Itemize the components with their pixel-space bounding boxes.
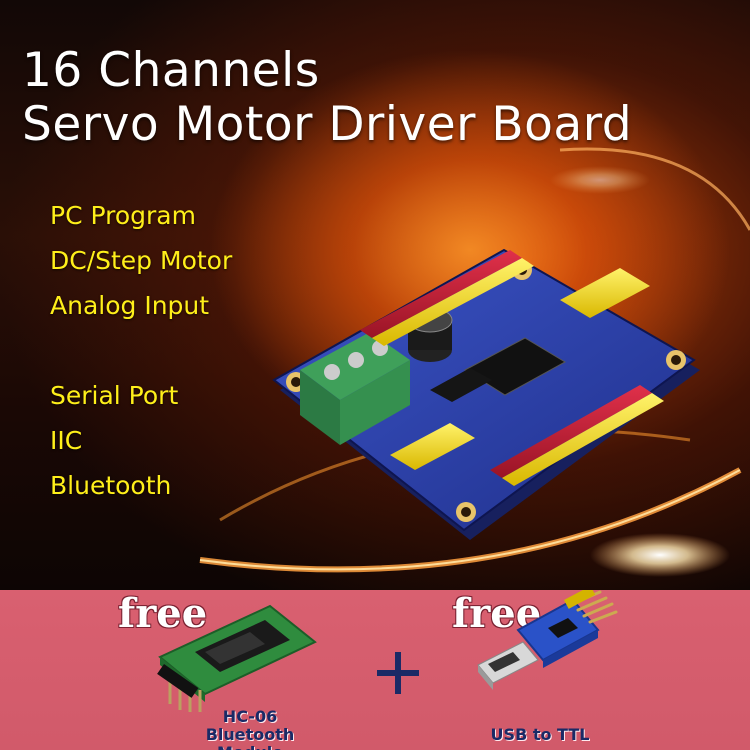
feature-dc-step-motor: DC/Step Motor: [50, 246, 233, 275]
feature-serial-port: Serial Port: [50, 381, 179, 410]
hero-section: 16 Channels Servo Motor Driver Board PC …: [0, 0, 750, 590]
bluetooth-module-image: [157, 604, 317, 712]
caption-bluetooth-module: HC-06 Bluetooth Module: [170, 708, 330, 750]
feature-analog-input: Analog Input: [50, 291, 210, 320]
feature-iic: IIC: [50, 426, 83, 455]
headline-line-1: 16 Channels: [22, 43, 320, 98]
caption-hc06: HC-06: [222, 707, 278, 726]
caption-bluetooth-module-text: Bluetooth Module: [205, 725, 295, 750]
servo-driver-board-image: [272, 220, 700, 540]
feature-list: PC Program DC/Step Motor Analog Input Se…: [50, 198, 232, 513]
feature-bluetooth: Bluetooth: [50, 471, 172, 500]
free-label-bluetooth: free: [118, 590, 208, 637]
caption-usb-ttl: USB to TTL: [490, 725, 590, 744]
headline: 16 Channels Servo Motor Driver Board: [22, 44, 632, 152]
plus-icon: [377, 652, 419, 694]
accessories-panel: free free: [0, 590, 750, 750]
feature-pc-program: PC Program: [50, 201, 196, 230]
usb-to-ttl-adapter-image: [477, 590, 618, 690]
headline-line-2: Servo Motor Driver Board: [22, 97, 633, 152]
